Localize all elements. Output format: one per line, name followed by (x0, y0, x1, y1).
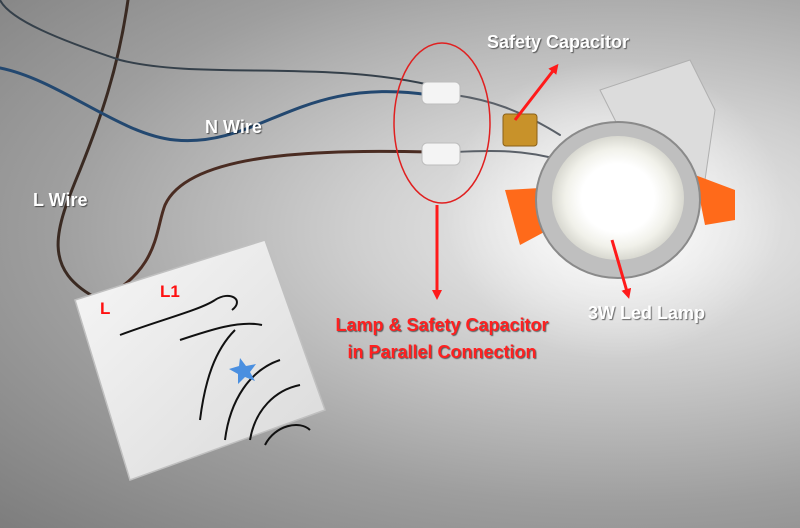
terminal-connector-top (421, 81, 461, 105)
switch-l-terminal-label: L (100, 299, 111, 318)
l1-wire (98, 149, 432, 302)
arrow-to-capacitor-label (513, 63, 559, 121)
lamp-lead-n (454, 94, 561, 136)
parallel-label-line1: Lamp & Safety Capacitor (335, 315, 549, 335)
safety-capacitor-label: Safety Capacitor (487, 32, 630, 52)
switch-l1-terminal-label: L1 (160, 282, 180, 301)
lamp-clip-right (695, 175, 735, 225)
led-lamp-label: 3W Led Lamp (588, 303, 706, 323)
arrow-to-lamp-label (610, 239, 632, 299)
n-wire-label: N Wire (205, 117, 262, 137)
lamp-lit-face (552, 136, 684, 260)
wires (0, 0, 561, 302)
connection-highlight-ellipse (393, 42, 491, 204)
touch-switch-panel (74, 239, 326, 481)
l-wire (56, 0, 130, 302)
parallel-label-line2: in Parallel Connection (347, 342, 537, 362)
l-wire-label: L Wire (33, 190, 88, 210)
switch-floral-pattern (119, 294, 311, 446)
parallel-connection-label: Lamp & Safety Capacitor in Parallel Conn… (318, 312, 566, 366)
upper-wire (0, 0, 431, 86)
safety-capacitor (502, 113, 538, 147)
switch-flower-icon (229, 358, 256, 384)
terminal-connector-bottom (421, 142, 461, 166)
n-wire (0, 66, 432, 143)
